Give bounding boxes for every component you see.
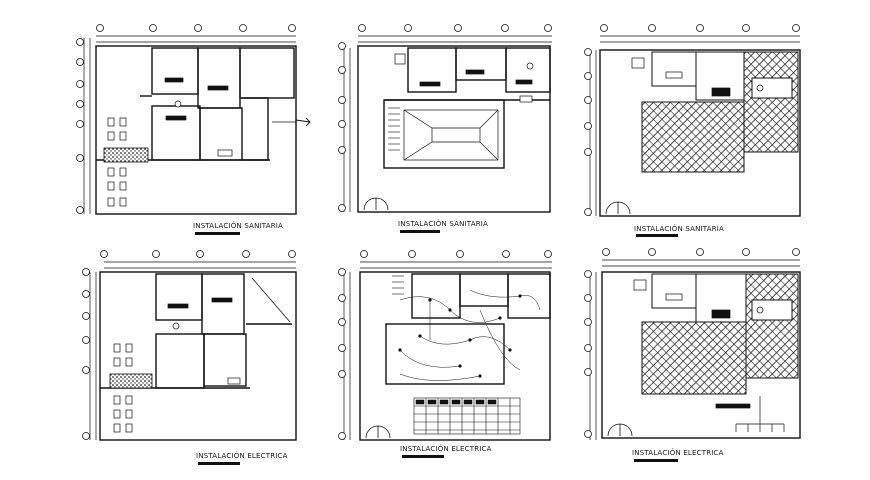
plan-5-legend-table [413,397,521,435]
plan-3-sanitary [584,24,801,217]
plan-2-grid-markers [338,24,552,212]
plan-5-walls [359,271,551,441]
plan-6-electrical [584,248,801,440]
plan-6-fixtures [633,279,764,319]
plan-4-caption: INSTALACIÓN ELECTRICA [196,452,288,460]
plan-4-dimension-lines [89,261,296,440]
plan-5-electrical [338,250,552,441]
plan-6-roof-hatch-side [745,273,799,379]
plan-3-door-arcs [605,201,631,215]
plan-3-caption-underline [636,234,678,237]
plan-4-electrical [82,250,297,441]
plan-5-dimension-lines [343,261,552,440]
plan-5-caption-underline [402,455,444,458]
plan-1-gravel-patio [103,147,149,163]
plan-6-door-arcs [607,423,633,437]
plan-1-drain-arrow-icon [295,117,311,127]
plan-2-caption: INSTALACIÓN SANITARIA [398,220,489,228]
plan-2-dimension-lines [343,35,552,212]
plan-1-dimension-lines [83,35,296,214]
plan-2-walls [357,45,551,213]
plan-1-caption: INSTALACIÓN SANITARIA [193,222,284,230]
plan-6-rooms [651,273,793,323]
plan-6-caption-underline [634,459,678,462]
plan-5-stair [392,275,404,295]
plan-5-caption: INSTALACIÓN ELECTRICA [400,445,492,453]
plan-5-outlet-symbols [398,294,522,378]
plan-4-grid-markers [82,250,296,440]
plan-6-caption: INSTALACIÓN ELECTRICA [632,449,724,457]
plan-2-furniture [394,53,534,103]
plan-6-electrical-riser-diagram [715,396,785,432]
plan-4-caption-underline [198,462,240,465]
plan-3-outer-wall [599,49,801,217]
plan-2-caption-underline [400,230,440,233]
plan-3-fixtures [631,57,764,97]
plan-3-rooms [651,51,793,101]
plan-3-roof-hatch-side [743,51,799,153]
plan-4-gravel-patio [109,373,153,389]
plan-5-grid-markers [338,250,552,440]
plan-6-roof-hatch-main [641,321,747,395]
plan-1-furniture [107,77,233,207]
plan-1-grid-markers [76,24,296,214]
plan-3-grid-markers [584,24,800,216]
plan-3-roof-hatch-main [641,101,745,173]
plan-4-furniture [113,297,241,433]
plan-1-sanitary [76,24,311,215]
plan-2-stair [388,107,400,151]
plan-6-grid-markers [584,248,800,438]
plan-2-roof-ridges [403,109,499,161]
plan-4-diagonal-roof-line [251,277,291,323]
plan-1-caption-underline [195,232,240,235]
plan-2-sanitary [338,24,552,213]
plan-2-door-arcs [363,197,389,211]
plan-3-caption: INSTALACIÓN SANITARIA [634,225,725,233]
plan-6-outer-wall [601,271,801,439]
plan-1-walls [95,45,297,215]
plan-5-door-arcs [365,425,391,439]
